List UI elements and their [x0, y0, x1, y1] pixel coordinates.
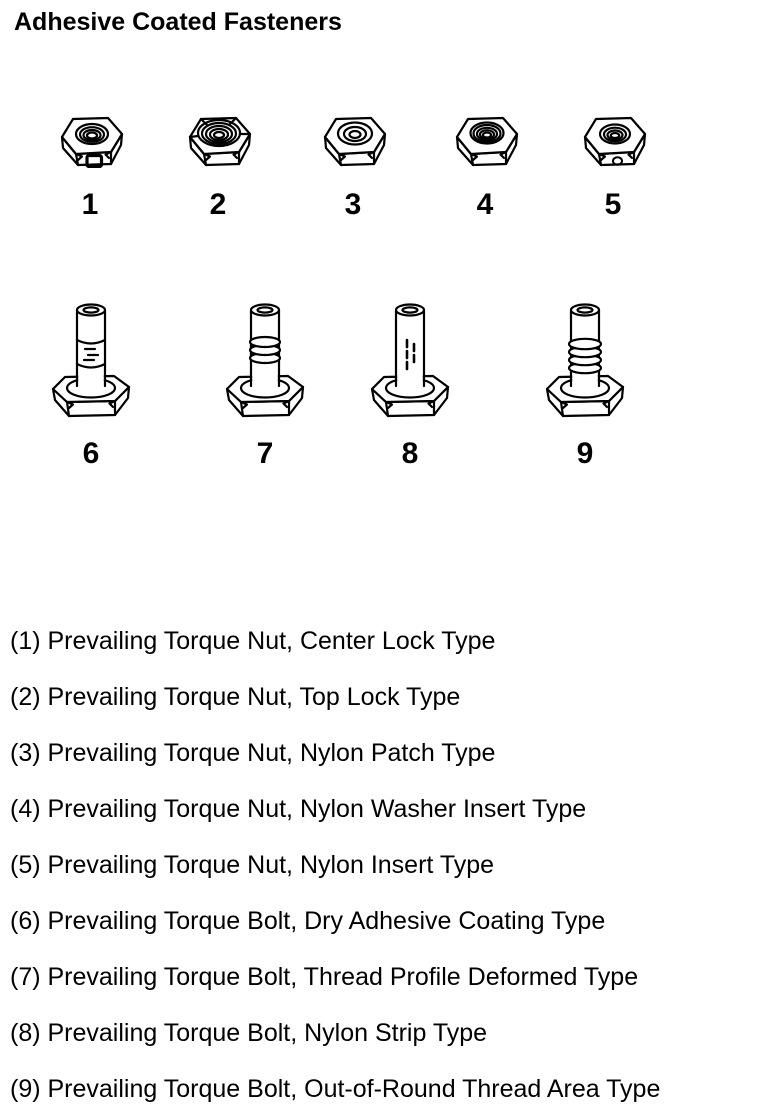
figure-nut-3: 3: [319, 106, 387, 220]
figure-number-8: 8: [401, 437, 419, 470]
nylon-strip-bolt-icon: [370, 303, 450, 418]
figure-number-1: 1: [81, 188, 99, 221]
legend-item-6: (6) Prevailing Torque Bolt, Dry Adhesive…: [10, 907, 606, 935]
nylon-insert-nut-icon: [583, 116, 647, 167]
figure-nut-4: 4: [451, 106, 519, 220]
figure-number-7: 7: [256, 437, 274, 470]
figure-bolt-6: 6: [51, 296, 131, 469]
legend-item-4: (4) Prevailing Torque Nut, Nylon Washer …: [10, 795, 587, 823]
figure-number-6: 6: [82, 437, 100, 470]
legend-item-2: (2) Prevailing Torque Nut, Top Lock Type: [10, 683, 461, 711]
legend: (1) Prevailing Torque Nut, Center Lock T…: [10, 613, 760, 1117]
nylon-washer-insert-nut-icon: [455, 116, 519, 167]
legend-item-8: (8) Prevailing Torque Bolt, Nylon Strip …: [10, 1019, 488, 1047]
center-lock-nut-icon: [60, 116, 124, 168]
figure-bolt-8: 8: [370, 296, 450, 469]
figure-nut-1: 1: [56, 106, 124, 220]
out-of-round-thread-bolt-icon: [545, 303, 625, 418]
figure-number-4: 4: [476, 188, 494, 221]
legend-item-9: (9) Prevailing Torque Bolt, Out-of-Round…: [10, 1075, 661, 1103]
legend-item-1: (1) Prevailing Torque Nut, Center Lock T…: [10, 627, 496, 655]
thread-profile-deformed-bolt-icon: [225, 303, 305, 418]
top-lock-nut-icon: [188, 116, 252, 167]
figure-nut-2: 2: [184, 106, 252, 220]
page-title: Adhesive Coated Fasteners: [14, 8, 342, 36]
legend-item-3: (3) Prevailing Torque Nut, Nylon Patch T…: [10, 739, 496, 767]
figure-number-5: 5: [604, 188, 622, 221]
figure-nut-5: 5: [579, 106, 647, 220]
figure-number-9: 9: [576, 437, 594, 470]
legend-item-7: (7) Prevailing Torque Bolt, Thread Profi…: [10, 963, 639, 991]
nylon-patch-nut-icon: [323, 116, 387, 167]
figure-bolt-7: 7: [225, 296, 305, 469]
legend-item-5: (5) Prevailing Torque Nut, Nylon Insert …: [10, 851, 495, 879]
dry-adhesive-coating-bolt-icon: [51, 303, 131, 418]
figure-number-2: 2: [209, 188, 227, 221]
figure-bolt-9: 9: [545, 296, 625, 469]
figure-number-3: 3: [344, 188, 362, 221]
